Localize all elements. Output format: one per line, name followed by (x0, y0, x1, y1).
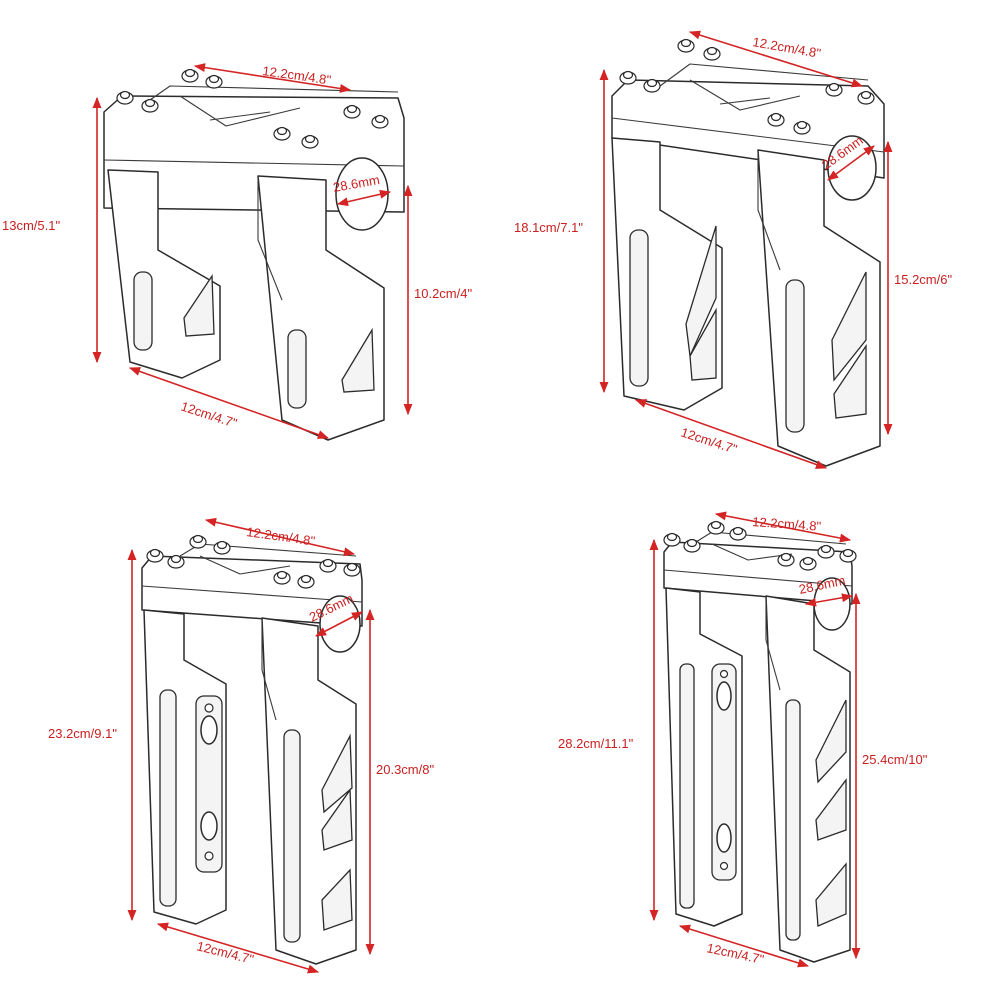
top-width-label-1: 12.2cm/4.8" (262, 63, 333, 88)
riser-drawing-4 (663, 520, 857, 963)
riser-drawing-2 (611, 38, 885, 467)
dim-line-bottom-width-3 (156, 922, 320, 974)
riser-panel-1: 12.2cm/4.8" 13cm/5.1" 10.2cm/4" 12cm/4.7… (2, 63, 472, 441)
bottom-width-label-4: 12cm/4.7" (705, 940, 765, 967)
riser-height-label-2: 15.2cm/6" (894, 272, 952, 287)
riser-drawing-1 (103, 68, 405, 441)
riser-panel-3: 12.2cm/4.8" 23.2cm/9.1" 20.3cm/8" 12cm/4… (48, 517, 434, 974)
dim-line-bottom-width-1 (128, 367, 330, 439)
total-height-label-2: 18.1cm/7.1" (514, 220, 583, 235)
riser-height-label-4: 25.4cm/10" (862, 752, 928, 767)
total-height-label-3: 23.2cm/9.1" (48, 726, 117, 741)
dim-line-bottom-width-4 (678, 924, 810, 968)
top-width-label-4: 12.2cm/4.8" (752, 514, 822, 534)
total-height-label-1: 13cm/5.1" (2, 218, 60, 233)
dim-line-clamp-4 (804, 593, 854, 607)
dim-line-top-width-2 (688, 30, 864, 88)
dim-line-bottom-width-2 (634, 399, 828, 469)
riser-panel-4: 12.2cm/4.8" 28.2cm/11.1" 25.4cm/10" 12cm… (558, 511, 928, 968)
riser-height-label-1: 10.2cm/4" (414, 286, 472, 301)
riser-drawing-3 (141, 534, 363, 965)
dim-line-clamp-2 (827, 145, 875, 181)
top-width-label-2: 12.2cm/4.8" (751, 34, 822, 61)
dim-line-top-width-1 (193, 63, 352, 93)
bottom-width-label-3: 12cm/4.7" (195, 938, 255, 967)
dim-line-top-width-3 (204, 517, 356, 557)
dim-line-clamp-3 (315, 611, 363, 637)
dim-line-top-width-4 (714, 511, 852, 543)
riser-panel-2: 12.2cm/4.8" 18.1cm/7.1" 15.2cm/6" 12cm/4… (514, 30, 952, 469)
bottom-width-label-2: 12cm/4.7" (679, 425, 739, 457)
total-height-label-4: 28.2cm/11.1" (558, 736, 634, 751)
dim-line-clamp-1 (336, 189, 392, 207)
top-width-label-3: 12.2cm/4.8" (246, 524, 317, 549)
riser-height-label-3: 20.3cm/8" (376, 762, 434, 777)
